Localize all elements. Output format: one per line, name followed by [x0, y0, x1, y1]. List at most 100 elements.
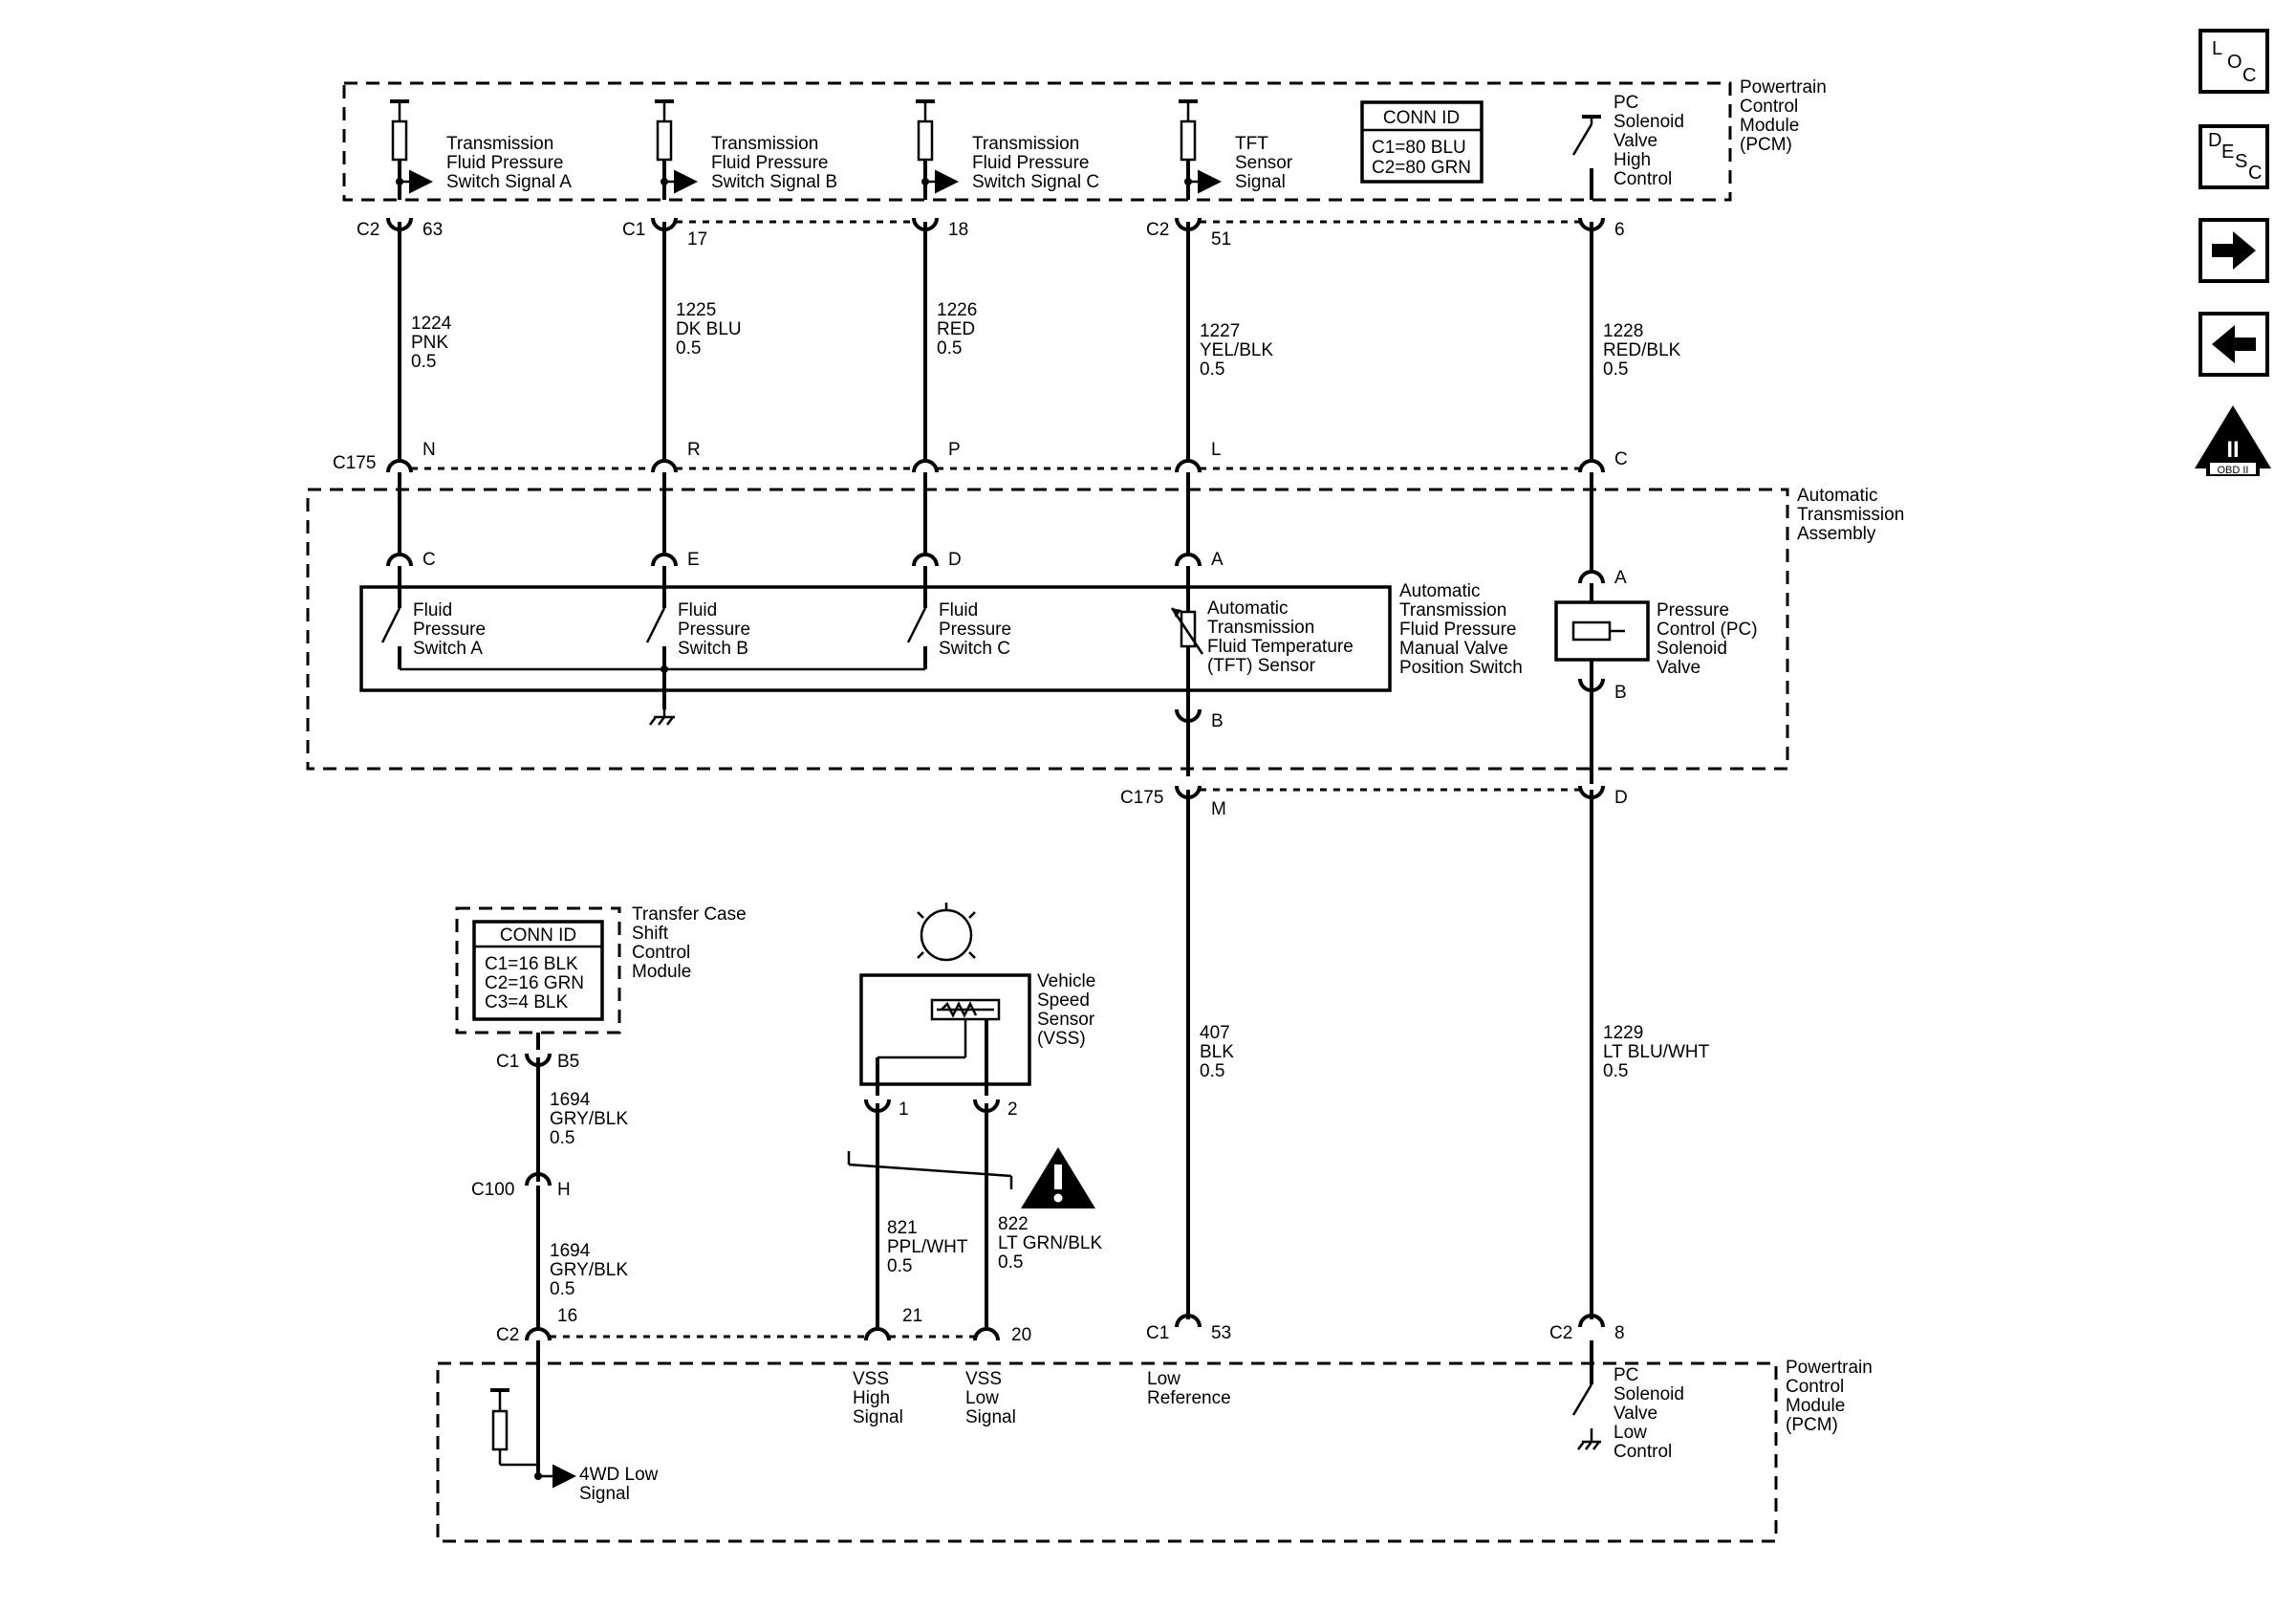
transfer-case-name: Transfer Case Shift Control Module	[632, 904, 747, 982]
desc-letter-e: E	[2221, 142, 2235, 163]
obd-ii-button[interactable]: II OBD II	[2191, 402, 2275, 478]
svg-text:C2=16 GRN: C2=16 GRN	[485, 973, 584, 993]
svg-text:Valve: Valve	[1657, 658, 1700, 678]
manual-valve-label: Automatic Transmission Fluid Pressure Ma…	[1399, 581, 1523, 678]
svg-text:Fluid: Fluid	[678, 600, 717, 620]
svg-text:BLK: BLK	[1200, 1042, 1234, 1062]
warning-icon	[1021, 1147, 1095, 1208]
desc-letter-c: C	[2248, 163, 2263, 184]
svg-text:Transmission: Transmission	[972, 134, 1079, 154]
svg-text:Switch Signal C: Switch Signal C	[972, 172, 1099, 192]
pin-17: 17	[687, 229, 707, 250]
assembly-pin-b-pc: B	[1614, 683, 1627, 703]
svg-text:Control: Control	[1614, 1442, 1672, 1462]
svg-text:0.5: 0.5	[550, 1279, 574, 1299]
desc-letter-s: S	[2235, 151, 2248, 172]
vss-name: Vehicle Speed Sensor (VSS)	[1037, 971, 1095, 1049]
bottom-pin-20: 20	[1011, 1325, 1031, 1345]
svg-text:DK BLU: DK BLU	[676, 319, 742, 339]
svg-text:Vehicle: Vehicle	[1037, 971, 1095, 991]
assembly-pin-a-pc: A	[1614, 568, 1627, 588]
c175-pin-p: P	[948, 440, 961, 460]
svg-text:1228: 1228	[1603, 321, 1643, 341]
svg-text:Powertrain: Powertrain	[1786, 1358, 1873, 1378]
svg-text:LT GRN/BLK: LT GRN/BLK	[998, 1233, 1102, 1253]
bottom-pin-16: 16	[557, 1306, 577, 1326]
bottom-conn-c2-left: C2	[496, 1325, 519, 1345]
pcm-bottom-name: Powertrain Control Module (PCM)	[1786, 1358, 1873, 1435]
pcm-top-box	[342, 81, 1732, 202]
svg-text:Control: Control	[1786, 1377, 1844, 1397]
loc-letter-l: L	[2212, 38, 2223, 59]
previous-button[interactable]	[2199, 312, 2269, 377]
svg-text:Low: Low	[1614, 1423, 1647, 1443]
pin-18: 18	[948, 220, 968, 240]
wire-1226-label: 1226 RED 0.5	[937, 300, 977, 359]
svg-text:Pressure: Pressure	[413, 620, 486, 640]
wire-821-label: 821 PPL/WHT 0.5	[887, 1218, 968, 1276]
svg-text:Position Switch: Position Switch	[1399, 658, 1523, 678]
wire-1228-label: 1228 RED/BLK 0.5	[1603, 321, 1681, 380]
svg-text:Fluid: Fluid	[939, 600, 978, 620]
svg-text:0.5: 0.5	[937, 338, 962, 359]
bottom-conn-c2-right: C2	[1549, 1323, 1572, 1343]
svg-text:Module: Module	[1740, 116, 1799, 136]
trans-assembly-box	[306, 488, 1789, 771]
svg-text:Solenoid: Solenoid	[1614, 1384, 1684, 1404]
c175-bottom-connector	[1175, 785, 1605, 799]
svg-text:Transfer Case: Transfer Case	[632, 904, 747, 925]
pc-solenoid	[1554, 583, 1650, 679]
pin-6: 6	[1614, 220, 1625, 240]
svg-text:Fluid Temperature: Fluid Temperature	[1207, 637, 1354, 657]
switch-a-label: Fluid Pressure Switch A	[413, 600, 486, 659]
svg-text:Switch Signal A: Switch Signal A	[446, 172, 572, 192]
svg-text:C1=16 BLK: C1=16 BLK	[485, 954, 578, 974]
transfer-case-conn: C1	[496, 1052, 519, 1072]
svg-text:0.5: 0.5	[1200, 359, 1224, 380]
bottom-pin-53: 53	[1211, 1323, 1231, 1343]
c175-pin-l: L	[1211, 440, 1222, 460]
loc-button[interactable]: L O C	[2199, 29, 2269, 94]
next-button[interactable]	[2199, 218, 2269, 283]
svg-text:TFT: TFT	[1235, 134, 1268, 154]
assembly-pin-b-tft: B	[1211, 711, 1224, 731]
svg-text:(VSS): (VSS)	[1037, 1029, 1086, 1049]
svg-text:C1=80 BLU: C1=80 BLU	[1372, 138, 1466, 158]
assembly-pin-a-tft: A	[1211, 550, 1224, 570]
c175-bottom-label: C175	[1120, 788, 1163, 808]
svg-text:1694: 1694	[550, 1241, 591, 1261]
vss-pin-1: 1	[899, 1099, 909, 1120]
svg-text:Switch C: Switch C	[939, 639, 1010, 659]
svg-text:Shift: Shift	[632, 924, 669, 944]
svg-text:(TFT) Sensor: (TFT) Sensor	[1207, 656, 1316, 676]
svg-text:Module: Module	[1786, 1396, 1845, 1416]
twisted-pair-marker	[847, 1151, 1013, 1189]
obd-ii-glyph: II	[2226, 437, 2239, 463]
svg-text:Switch A: Switch A	[413, 639, 483, 659]
svg-text:RED/BLK: RED/BLK	[1603, 340, 1681, 360]
wire-1225-label: 1225 DK BLU 0.5	[676, 300, 742, 359]
svg-text:GRY/BLK: GRY/BLK	[550, 1260, 628, 1280]
svg-text:(PCM): (PCM)	[1786, 1415, 1838, 1435]
wire-822-label: 822 LT GRN/BLK 0.5	[998, 1214, 1102, 1273]
desc-button[interactable]: D E S C	[2199, 124, 2269, 189]
svg-text:Pressure: Pressure	[1657, 600, 1729, 620]
previous-arrow-icon	[2212, 325, 2256, 363]
svg-text:1227: 1227	[1200, 321, 1240, 341]
svg-text:Switch B: Switch B	[678, 639, 748, 659]
svg-text:Solenoid: Solenoid	[1614, 112, 1684, 132]
manual-valve-switch-box	[359, 585, 1392, 692]
wire-1694a-label: 1694 GRY/BLK 0.5	[550, 1090, 628, 1148]
svg-text:Pressure: Pressure	[678, 620, 750, 640]
svg-text:1229: 1229	[1603, 1023, 1643, 1043]
next-arrow-icon	[2212, 231, 2256, 270]
svg-text:Sensor: Sensor	[1037, 1010, 1095, 1030]
svg-text:Signal: Signal	[965, 1407, 1016, 1427]
svg-text:0.5: 0.5	[1603, 1061, 1628, 1081]
svg-text:Automatic: Automatic	[1797, 486, 1877, 506]
pc-solenoid-label: Pressure Control (PC) Solenoid Valve	[1657, 600, 1758, 678]
bottom-connector-row	[525, 1314, 1605, 1341]
svg-text:1694: 1694	[550, 1090, 591, 1110]
c175-pin-n: N	[422, 440, 436, 460]
